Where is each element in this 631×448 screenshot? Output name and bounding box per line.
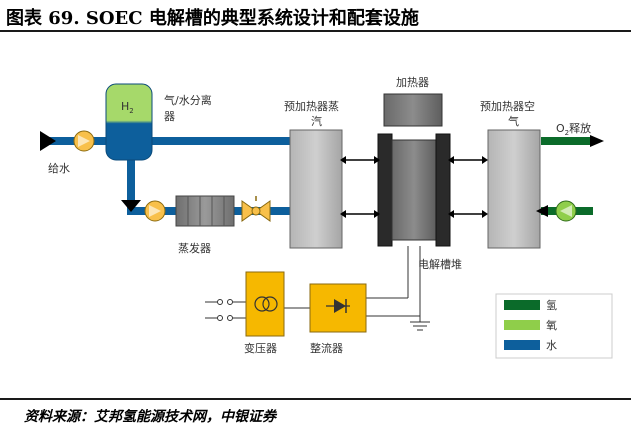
- separator-vessel: [105, 83, 153, 161]
- svg-text:O2释放: O2释放: [556, 121, 591, 137]
- electrolysis-stack: [377, 133, 451, 247]
- air-inlet-arrow-icon: [536, 205, 548, 217]
- evaporator: [175, 195, 235, 227]
- stack-label: 电解槽堆: [418, 257, 462, 271]
- electrical-wiring: [205, 246, 421, 322]
- preheater-air: [487, 129, 541, 249]
- svg-text:H2: H2: [121, 100, 134, 115]
- flow-arrows: [340, 156, 488, 218]
- figure-source: 资料来源：艾邦氢能源技术网，中银证券: [24, 409, 276, 425]
- figure-title: 图表 69. SOEC 电解槽的典型系统设计和配套设施: [6, 8, 419, 29]
- steam-return-pipe: [150, 137, 292, 145]
- preheater-air-label-line1: 预加热器空: [480, 99, 535, 113]
- feed-pump-icon: [73, 130, 95, 152]
- separator-label-line1: 气/水分离: [164, 93, 212, 107]
- preheater-air-label-line2: 气: [508, 114, 519, 128]
- rectifier-label: 整流器: [310, 341, 343, 355]
- heater-label: 加热器: [396, 76, 429, 89]
- separator-down-arrow-icon: [121, 200, 141, 212]
- valve-icon: [241, 196, 271, 222]
- legend-swatch-water: [504, 340, 540, 350]
- legend: 氢 氧 水: [495, 293, 613, 359]
- o2-label-sub: 2: [565, 129, 569, 137]
- preheater-steam-label-line2: 汽: [311, 114, 322, 128]
- title-rule: [0, 30, 631, 32]
- evaporator-label: 蒸发器: [178, 241, 211, 255]
- preheater-steam: [289, 129, 343, 249]
- source-rule: [0, 398, 631, 400]
- separator-down-pipe: [127, 160, 135, 210]
- feed-water-label: 给水: [48, 162, 70, 175]
- ground-icon: [410, 321, 430, 331]
- heater: [383, 93, 443, 127]
- legend-label-hydrogen: 氢: [546, 298, 557, 312]
- o2-label-o: O: [556, 122, 565, 135]
- separator-label-line2: 器: [164, 110, 175, 123]
- legend-swatch-hydrogen: [504, 300, 540, 310]
- o2-release-pipe: [541, 137, 593, 145]
- legend-label-water: 水: [546, 339, 557, 352]
- air-blower-icon: [555, 200, 577, 222]
- rectifier-icon: [309, 283, 367, 333]
- o2-label-rest: 释放: [569, 121, 591, 135]
- legend-label-oxygen: 氧: [546, 318, 557, 332]
- o2-release-arrow-icon: [590, 135, 604, 147]
- feed-arrow-icon: [40, 131, 56, 151]
- transformer-icon: [245, 271, 285, 337]
- h2-label: H: [121, 100, 129, 113]
- legend-swatch-oxygen: [504, 320, 540, 330]
- transformer-label: 变压器: [244, 341, 277, 355]
- preheater-steam-label-line1: 预加热器蒸: [284, 100, 339, 113]
- circulation-pump-icon: [144, 200, 166, 222]
- h2-subscript: 2: [129, 107, 133, 115]
